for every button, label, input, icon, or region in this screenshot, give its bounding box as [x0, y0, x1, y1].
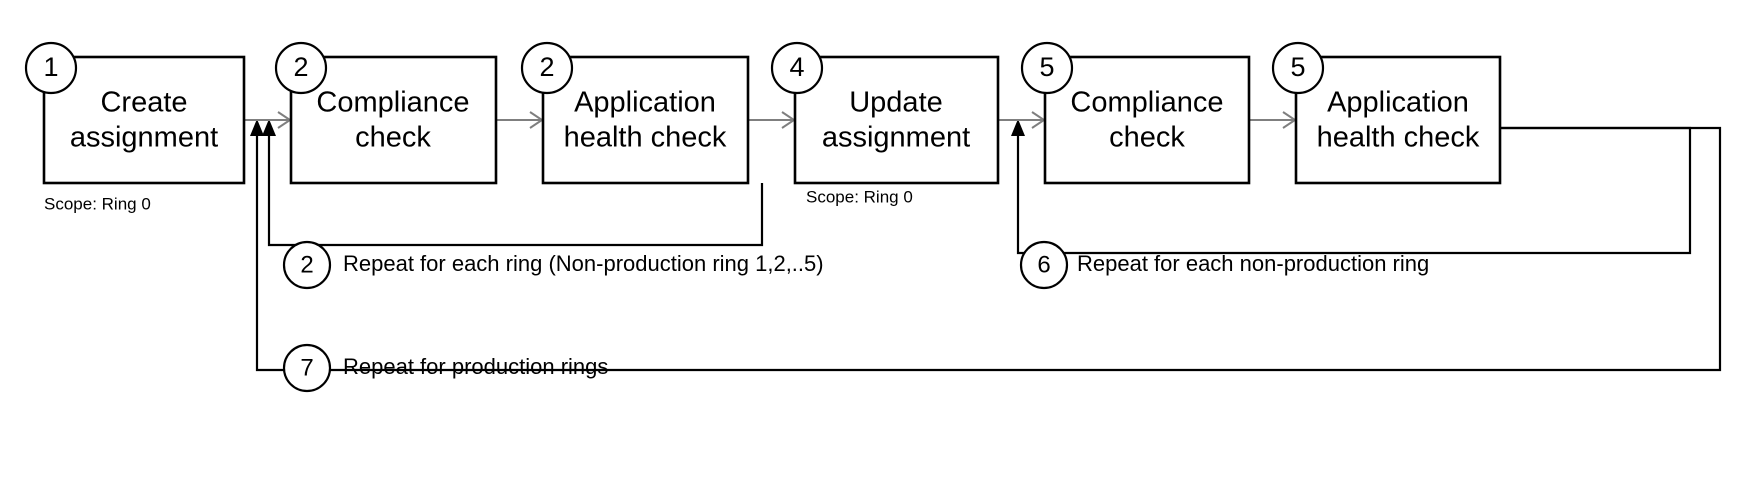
process-box-label-line1: Compliance	[1070, 87, 1223, 119]
process-box-compliance-check-1[interactable]: Compliance check	[289, 55, 498, 185]
process-box-label-line2: assignment	[822, 122, 970, 154]
process-box-compliance-check-2[interactable]: Compliance check	[1043, 55, 1251, 185]
step-badge-number: 5	[1039, 52, 1054, 82]
legend-label: Repeat for each non-production ring	[1077, 251, 1429, 276]
step-badge-6: 5	[1271, 41, 1325, 95]
connector-group	[244, 111, 1722, 372]
process-box-update-assignment[interactable]: Update assignment	[793, 55, 1000, 185]
process-box-application-health-check-2[interactable]: Application health check	[1294, 55, 1502, 185]
step-badge-circle	[520, 41, 574, 95]
step-badge-circle	[274, 41, 328, 95]
loop-repeat-each-ring-path	[267, 133, 764, 247]
process-box-label-line2: check	[355, 122, 431, 154]
legend-item-repeat-each-ring: 2 Repeat for each ring (Non-production r…	[282, 240, 824, 290]
loop-repeat-nonprod-ring-path	[1016, 126, 1692, 255]
legend-label: Repeat for each ring (Non-production rin…	[343, 251, 824, 276]
legend-badge-circle	[282, 343, 332, 393]
legend-item-repeat-production-rings: 7 Repeat for production rings	[282, 343, 608, 393]
legend-badge-number: 6	[1037, 251, 1050, 278]
scope-note-ring0-create: Scope: Ring 0	[44, 194, 151, 213]
legend-item-repeat-nonprod-ring: 6 Repeat for each non-production ring	[1019, 240, 1429, 290]
process-box-rect	[793, 55, 1000, 185]
step-badge-1: 1	[24, 41, 78, 95]
step-badge-number: 2	[539, 52, 554, 82]
legend-label: Repeat for production rings	[343, 354, 608, 379]
step-badge-circle	[1271, 41, 1325, 95]
process-box-label-line2: assignment	[70, 122, 218, 154]
step-badge-5: 5	[1020, 41, 1074, 95]
loop-repeat-each-ring-arrowhead	[262, 119, 276, 136]
process-box-label-line2: health check	[1317, 122, 1480, 154]
loop-repeat-production-rings-arrowhead	[250, 119, 264, 136]
process-box-label-line2: check	[1109, 122, 1185, 154]
step-badge-3: 2	[520, 41, 574, 95]
loop-repeat-nonprod-ring-arrowhead	[1011, 119, 1025, 136]
process-box-label-line1: Application	[1327, 87, 1469, 119]
step-badge-number: 2	[293, 52, 308, 82]
process-box-label-line1: Compliance	[316, 87, 469, 119]
step-badge-circle	[1020, 41, 1074, 95]
legend-badge-circle	[1019, 240, 1069, 290]
process-box-rect	[541, 55, 750, 185]
step-badge-number: 1	[43, 52, 58, 82]
process-box-rect	[1043, 55, 1251, 185]
process-box-create-assignment[interactable]: Create assignment	[42, 55, 246, 185]
process-box-rect	[42, 55, 246, 185]
process-box-label-line2: health check	[564, 122, 727, 154]
legend-badge-number: 7	[300, 354, 313, 381]
scope-note-ring0-update: Scope: Ring 0	[806, 187, 913, 206]
process-box-label-line1: Application	[574, 87, 716, 119]
step-badge-number: 5	[1290, 52, 1305, 82]
process-box-label-line1: Update	[849, 87, 943, 119]
step-badge-number: 4	[789, 52, 804, 82]
legend-badge-circle	[282, 240, 332, 290]
process-box-rect	[1294, 55, 1502, 185]
process-box-rect	[289, 55, 498, 185]
process-box-label-line1: Create	[100, 87, 187, 119]
legend-badge-number: 2	[300, 251, 313, 278]
step-badge-2: 2	[274, 41, 328, 95]
step-badge-circle	[24, 41, 78, 95]
step-badge-4: 4	[770, 41, 824, 95]
process-box-application-health-check-1[interactable]: Application health check	[541, 55, 750, 185]
step-badge-circle	[770, 41, 824, 95]
